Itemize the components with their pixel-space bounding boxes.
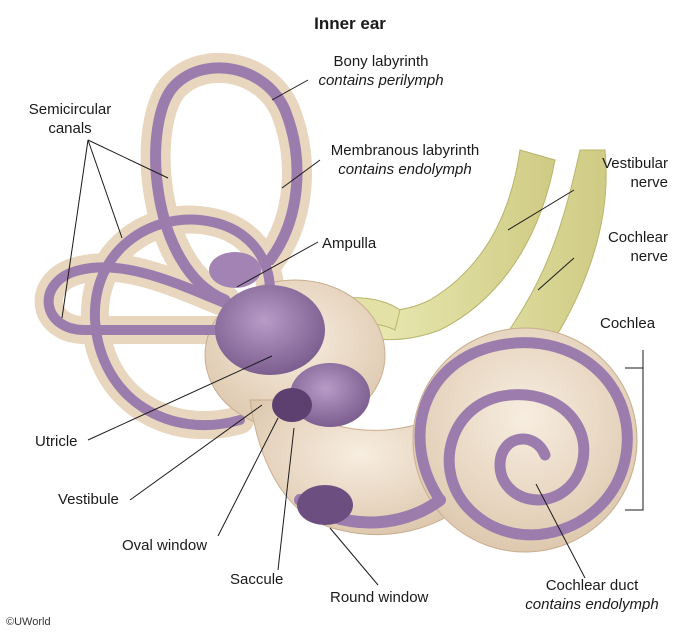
cochlea-bracket — [625, 350, 644, 511]
round-window-shape — [297, 485, 353, 525]
leader-semicircular-3 — [61, 139, 89, 319]
leader-round-window — [329, 527, 379, 586]
label-vestibular-nerve: Vestibular nerve — [560, 154, 668, 192]
label-semicircular-canals: Semicircular canals — [20, 100, 120, 138]
cochlear-duct-note: contains endolymph — [525, 596, 659, 613]
semicircular-canals-line1: Semicircular — [28, 101, 112, 118]
leader-lines — [61, 79, 586, 586]
oval-window-shape — [272, 388, 312, 422]
copyright-notice: ©UWorld — [6, 616, 51, 628]
leader-saccule — [277, 427, 295, 571]
label-cochlear-nerve: Cochlear nerve — [560, 228, 668, 266]
label-cochlear-duct: Cochlear duct contains endolymph — [507, 576, 677, 614]
leader-vestibule — [129, 404, 263, 501]
lateral-canal-duct — [89, 214, 275, 431]
semicircular-canals-line2: canals — [48, 120, 92, 137]
leader-semicircular-1 — [87, 139, 169, 179]
cochlear-duct-spiral — [414, 337, 633, 541]
leader-bony-labyrinth — [271, 79, 309, 101]
diagram-title: Inner ear — [314, 14, 386, 33]
bony-labyrinth-name: Bony labyrinth — [333, 53, 429, 70]
posterior-canal-duct — [43, 262, 235, 336]
label-vestibule: Vestibule — [58, 491, 119, 508]
label-cochlea: Cochlea — [600, 315, 656, 332]
bony-labyrinth-note: contains perilymph — [318, 72, 444, 89]
leader-vestibular-nerve — [507, 189, 575, 231]
leader-oval-window — [217, 417, 279, 537]
utricle-shape — [215, 285, 325, 375]
leader-cochlear-duct — [535, 483, 586, 579]
membranous-labyrinth-name: Membranous labyrinth — [330, 142, 480, 159]
label-membranous-labyrinth: Membranous labyrinth contains endolymph — [311, 141, 499, 179]
membranous-labyrinth-note: contains endolymph — [338, 161, 472, 178]
label-saccule: Saccule — [230, 571, 284, 588]
label-utricle: Utricle — [35, 433, 78, 450]
superior-canal-duct — [150, 62, 303, 306]
label-oval-window: Oval window — [122, 537, 208, 554]
vestibular-nerve-line2: nerve — [630, 174, 668, 191]
cochlear-nerve-line2: nerve — [630, 248, 668, 265]
cochlear-nerve-line1: Cochlear — [607, 229, 668, 246]
ampulla-shape — [209, 252, 261, 288]
label-bony-labyrinth: Bony labyrinth contains perilymph — [298, 52, 464, 90]
leader-utricle — [87, 355, 273, 441]
leader-semicircular-2 — [87, 139, 123, 239]
label-ampulla: Ampulla — [322, 235, 377, 252]
membranous-labyrinth-shape — [43, 62, 633, 541]
leader-ampulla — [236, 241, 319, 288]
leader-membranous-labyrinth — [281, 159, 321, 189]
leader-cochlear-nerve — [537, 257, 575, 291]
vestibular-nerve-line1: Vestibular — [602, 155, 668, 172]
label-round-window: Round window — [330, 589, 429, 606]
cochlear-duct-name: Cochlear duct — [545, 577, 639, 594]
